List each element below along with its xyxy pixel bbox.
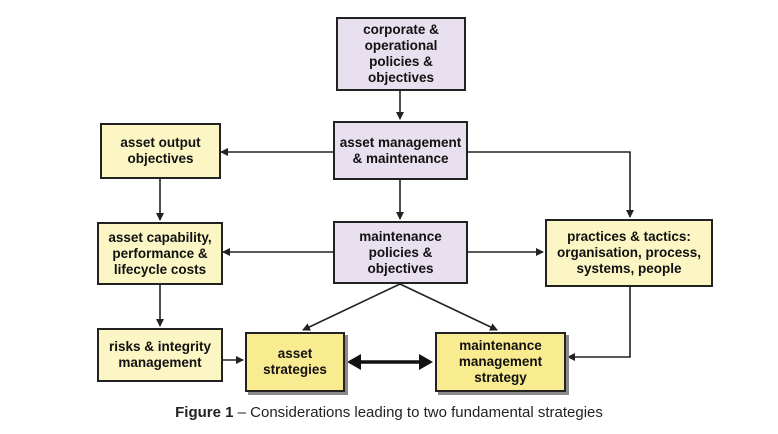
risks-integrity-label: risks & integrity management xyxy=(108,339,212,370)
arrow-maint-policies-to-maint-strategy xyxy=(399,283,498,331)
maintenance-strategy-box: maintenance management strategy xyxy=(435,332,566,392)
corporate-policies-label: corporate & operational policies & objec… xyxy=(363,22,439,85)
maintenance-strategy-label: maintenance management strategy xyxy=(458,338,543,385)
practices-tactics-label: practices & tactics: organisation, proce… xyxy=(556,229,702,276)
asset-output-box: asset output objectives xyxy=(100,123,221,179)
asset-capability-label: asset capability, performance & lifecycl… xyxy=(108,229,212,277)
double-arrow-right-head xyxy=(419,354,433,370)
double-arrow-left-head xyxy=(347,354,361,370)
arrow-practices-to-maint-strategy xyxy=(567,287,631,361)
corporate-policies-box: corporate & operational policies & objec… xyxy=(336,17,466,91)
practices-tactics-box: practices & tactics: organisation, proce… xyxy=(545,219,713,287)
arrow-asset-mgmt-to-practices xyxy=(468,151,634,218)
maintenance-policies-label: maintenance policies & objectives xyxy=(359,228,442,276)
figure-caption: Figure 1 – Considerations leading to two… xyxy=(0,404,778,421)
asset-output-label: asset output objectives xyxy=(120,135,201,166)
figure-caption-label: Figure 1 xyxy=(175,404,234,421)
asset-strategies-label: asset strategies xyxy=(263,346,327,377)
asset-management-label: asset management & maintenance xyxy=(339,134,462,166)
asset-management-box: asset management & maintenance xyxy=(333,121,468,180)
arrow-maint-policies-to-asset-strategies xyxy=(302,283,401,331)
risks-integrity-box: risks & integrity management xyxy=(97,328,223,382)
figure-caption-text: – Considerations leading to two fundamen… xyxy=(233,404,603,421)
asset-strategies-box: asset strategies xyxy=(245,332,345,392)
maintenance-policies-box: maintenance policies & objectives xyxy=(333,221,468,284)
asset-capability-box: asset capability, performance & lifecycl… xyxy=(97,222,223,285)
